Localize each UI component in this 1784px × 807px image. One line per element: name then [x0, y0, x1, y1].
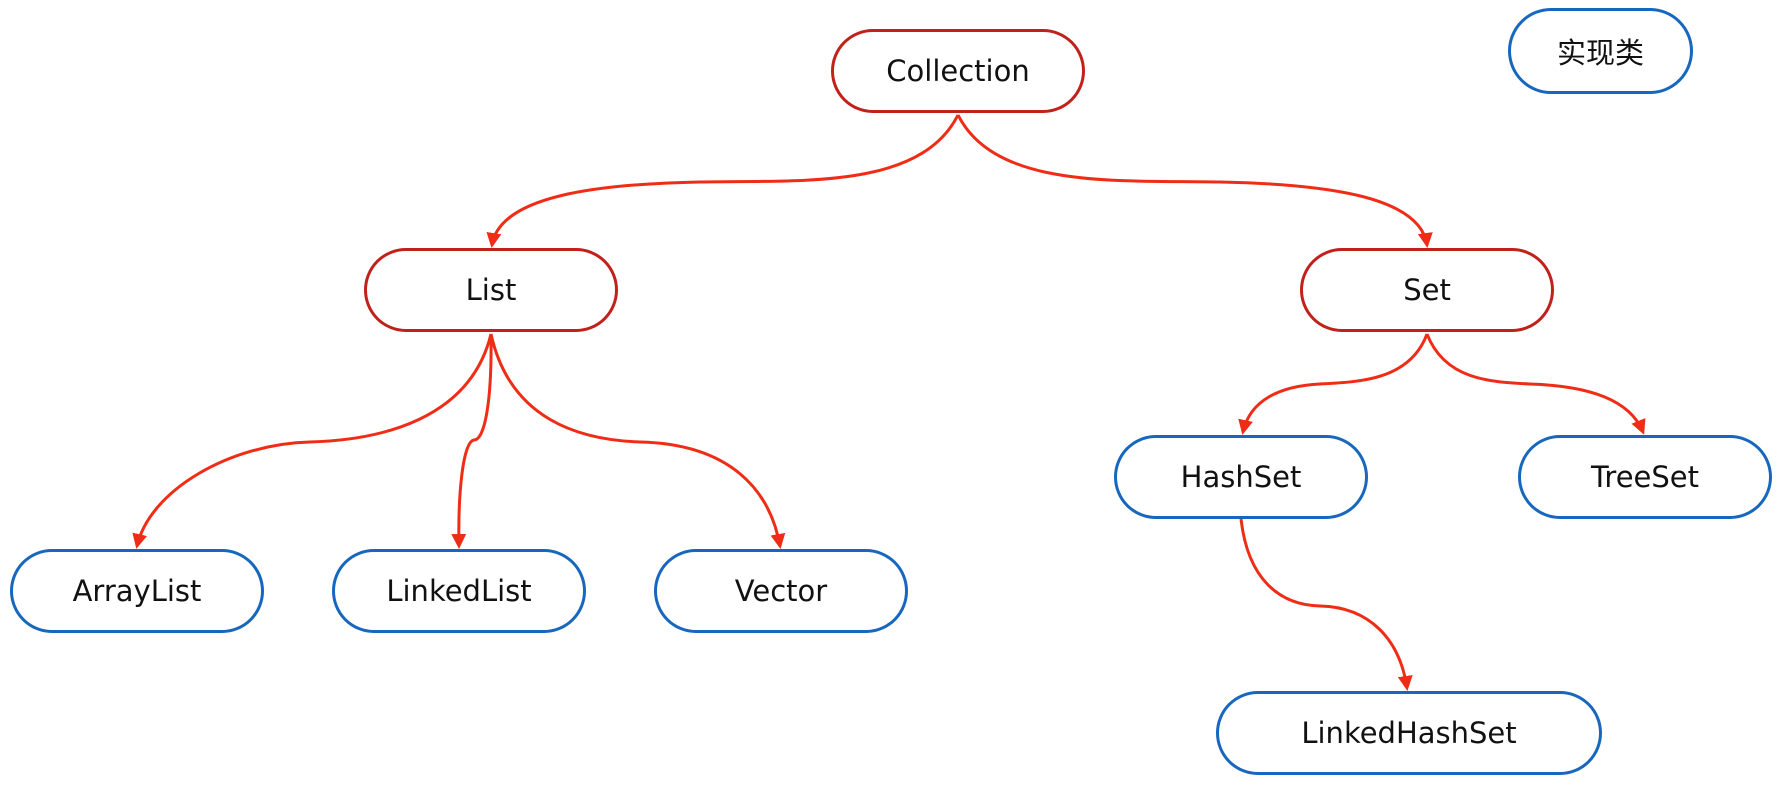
node-list: List [364, 248, 618, 332]
node-linkedhashset: LinkedHashSet [1216, 691, 1602, 775]
node-treeset: TreeSet [1518, 435, 1772, 519]
node-label-collection: Collection [886, 54, 1030, 88]
edge-list-arraylist [132, 333, 493, 549]
edge-list-linkedlist [451, 333, 493, 549]
edge-set-hashset [1238, 333, 1429, 435]
legend-implementation-class: 实现类 [1508, 8, 1693, 94]
node-label-hashset: HashSet [1180, 460, 1302, 494]
edge-hashset-linkedhashset [1239, 518, 1413, 691]
node-set: Set [1300, 248, 1554, 332]
edge-collection-set [956, 114, 1433, 248]
node-hashset: HashSet [1114, 435, 1368, 519]
node-label-linkedlist: LinkedList [386, 574, 532, 608]
node-linkedlist: LinkedList [332, 549, 586, 633]
edge-collection-list [486, 114, 960, 248]
node-label-vector: Vector [734, 574, 828, 608]
node-arraylist: ArrayList [10, 549, 264, 633]
node-collection: Collection [831, 29, 1085, 113]
node-label-linkedhashset: LinkedHashSet [1301, 716, 1517, 750]
node-label-arraylist: ArrayList [72, 574, 202, 608]
node-vector: Vector [654, 549, 908, 633]
node-label-treeset: TreeSet [1590, 460, 1700, 494]
node-label-list: List [465, 273, 517, 307]
legend-label: 实现类 [1556, 36, 1644, 70]
edge-set-treeset [1425, 333, 1646, 435]
node-label-set: Set [1403, 273, 1451, 307]
edge-list-vector [489, 333, 786, 549]
